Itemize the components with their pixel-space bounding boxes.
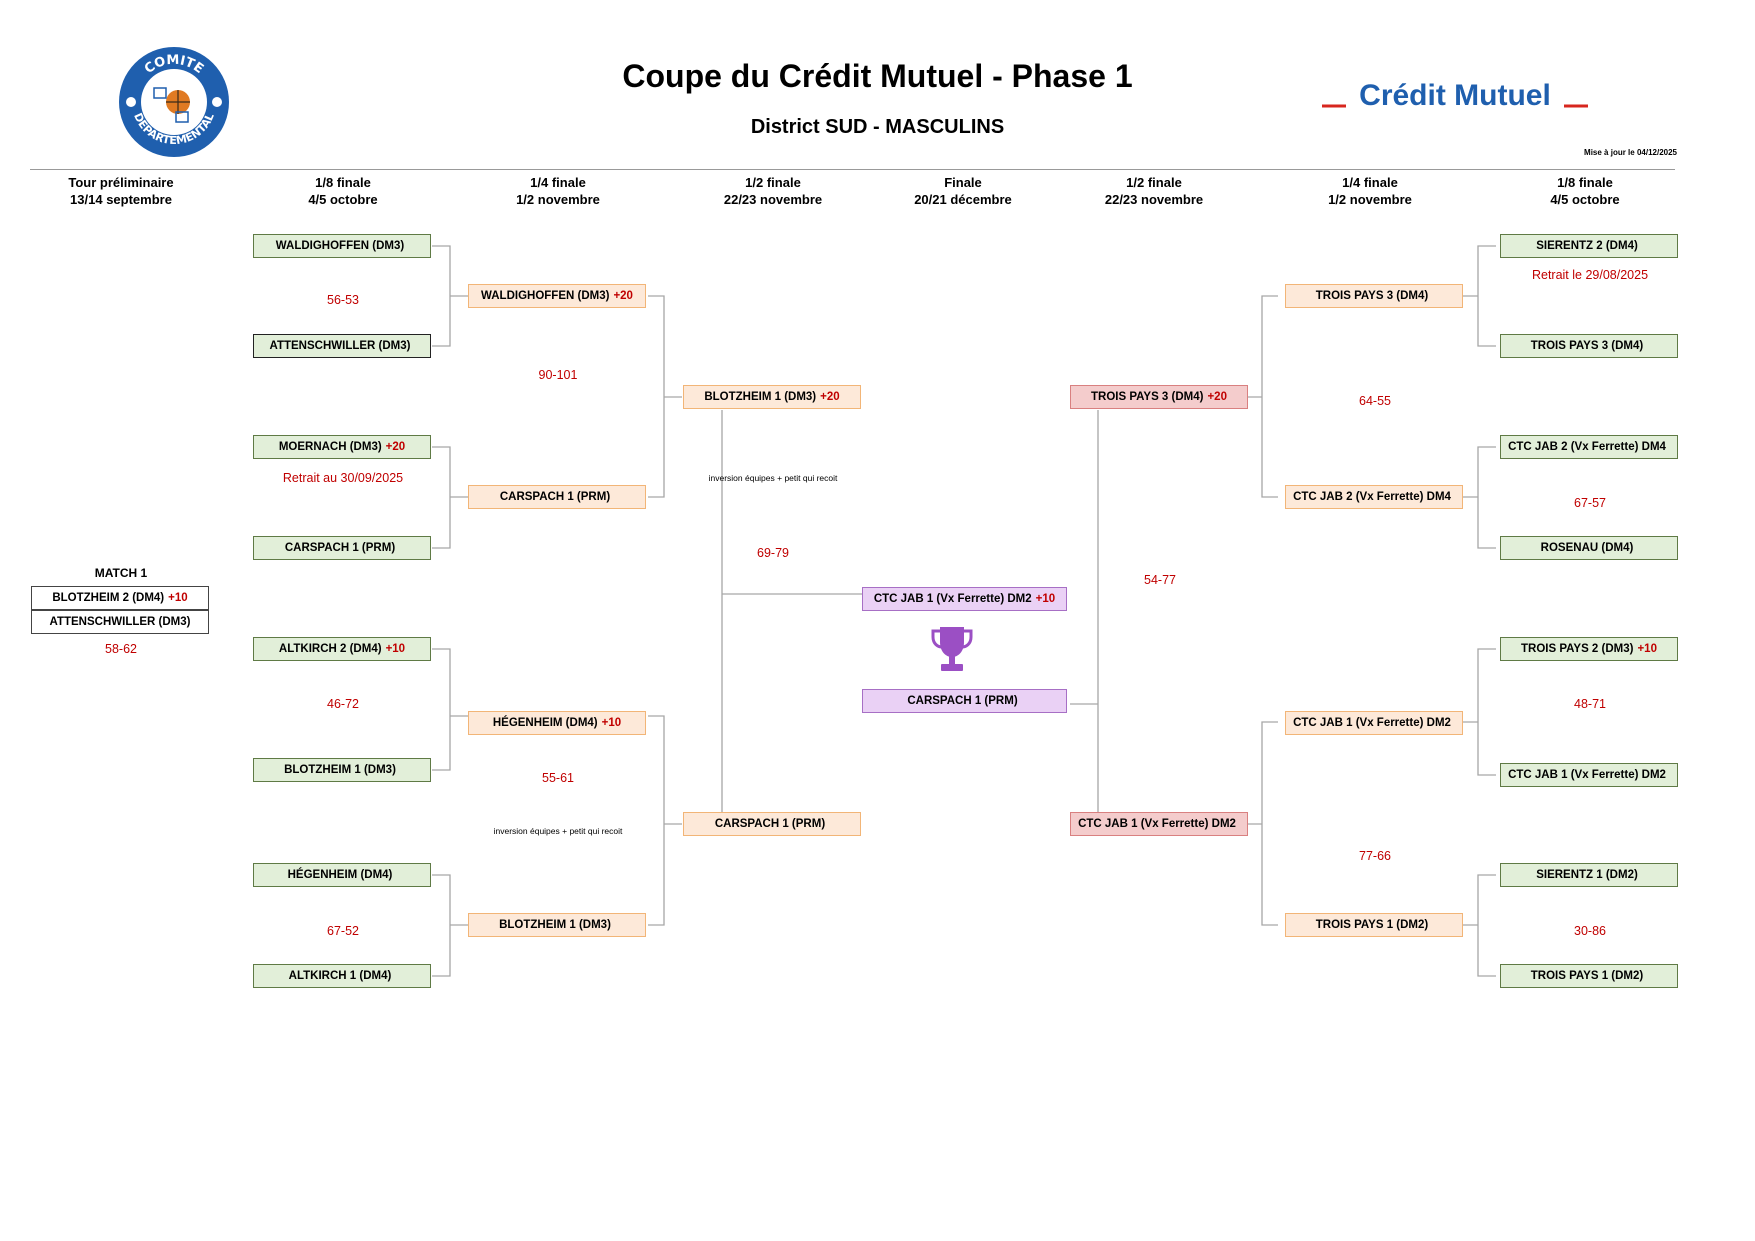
right-r16-team-4[interactable]: ROSENAU (DM4)	[1500, 536, 1678, 560]
page-title: Coupe du Crédit Mutuel - Phase 1	[622, 58, 1133, 94]
credit-mutuel-logo: Crédit Mutuel	[1322, 79, 1588, 112]
left-sf-note: inversion équipes + petit qui recoit	[708, 473, 838, 483]
right-qf-team-3[interactable]: CTC JAB 1 (Vx Ferrette) DM2	[1285, 711, 1463, 735]
right-qf-result-2: 77-66	[1359, 849, 1391, 863]
update-note: Mise à jour le 04/12/2025	[1584, 148, 1677, 157]
right-r16-team-7[interactable]: SIERENTZ 1 (DM2)	[1500, 863, 1678, 887]
header-divider	[30, 169, 1675, 170]
final-team-1[interactable]: CTC JAB 1 (Vx Ferrette) DM2+10	[862, 587, 1067, 611]
left-r16-result-4: 67-52	[327, 924, 359, 938]
right-qf-team-4[interactable]: TROIS PAYS 1 (DM2)	[1285, 913, 1463, 937]
left-qf-team-3[interactable]: HÉGENHEIM (DM4)+10	[468, 711, 646, 735]
left-r16-team-4[interactable]: CARSPACH 1 (PRM)	[253, 536, 431, 560]
right-qf-result-1: 64-55	[1359, 394, 1391, 408]
preliminary-team-1[interactable]: BLOTZHEIM 2 (DM4)+10	[31, 586, 209, 610]
right-r16-team-3[interactable]: CTC JAB 2 (Vx Ferrette) DM4	[1500, 435, 1678, 459]
left-r16-team-3[interactable]: MOERNACH (DM3)+20	[253, 435, 431, 459]
trophy-icon	[931, 627, 973, 671]
left-r16-result-2: Retrait au 30/09/2025	[282, 471, 404, 485]
left-qf-note: inversion équipes + petit qui recoit	[493, 826, 623, 836]
left-r16-team-8[interactable]: ALTKIRCH 1 (DM4)	[253, 964, 431, 988]
credit-mutuel-logo-text: Crédit Mutuel	[1359, 79, 1551, 112]
page-subtitle: District SUD - MASCULINS	[750, 116, 1005, 138]
left-r16-result-3: 46-72	[327, 697, 359, 711]
left-qf-result-1: 90-101	[538, 368, 578, 382]
left-r16-result-1: 56-53	[327, 293, 359, 307]
right-r16-team-5[interactable]: TROIS PAYS 2 (DM3)+10	[1500, 637, 1678, 661]
right-r16-team-2[interactable]: TROIS PAYS 3 (DM4)	[1500, 334, 1678, 358]
left-sf-team-2[interactable]: CARSPACH 1 (PRM)	[683, 812, 861, 836]
right-r16-result-2: 67-57	[1574, 496, 1606, 510]
left-qf-team-1[interactable]: WALDIGHOFFEN (DM3)+20	[468, 284, 646, 308]
right-sf-team-1[interactable]: TROIS PAYS 3 (DM4)+20	[1070, 385, 1248, 409]
left-sf-team-1[interactable]: BLOTZHEIM 1 (DM3)+20	[683, 385, 861, 409]
preliminary-score: 58-62	[105, 642, 137, 656]
right-sf-team-2[interactable]: CTC JAB 1 (Vx Ferrette) DM2	[1070, 812, 1248, 836]
right-r16-result-1: Retrait le 29/08/2025	[1531, 268, 1649, 282]
left-r16-team-1[interactable]: WALDIGHOFFEN (DM3)	[253, 234, 431, 258]
comite-departemental-logo: COMITE DEPARTEMENTAL	[119, 47, 229, 157]
left-r16-team-7[interactable]: HÉGENHEIM (DM4)	[253, 863, 431, 887]
right-sf-result: 54-77	[1144, 573, 1176, 587]
right-r16-result-3: 48-71	[1574, 697, 1606, 711]
left-r16-team-6[interactable]: BLOTZHEIM 1 (DM3)	[253, 758, 431, 782]
preliminary-match-label: MATCH 1	[94, 566, 148, 580]
left-qf-result-2: 55-61	[542, 771, 574, 785]
left-qf-team-2[interactable]: CARSPACH 1 (PRM)	[468, 485, 646, 509]
right-r16-result-4: 30-86	[1574, 924, 1606, 938]
preliminary-team-2[interactable]: ATTENSCHWILLER (DM3)	[31, 610, 209, 634]
right-r16-team-6[interactable]: CTC JAB 1 (Vx Ferrette) DM2	[1500, 763, 1678, 787]
left-qf-team-4[interactable]: BLOTZHEIM 1 (DM3)	[468, 913, 646, 937]
final-team-2[interactable]: CARSPACH 1 (PRM)	[862, 689, 1067, 713]
right-qf-team-1[interactable]: TROIS PAYS 3 (DM4)	[1285, 284, 1463, 308]
right-r16-team-1[interactable]: SIERENTZ 2 (DM4)	[1500, 234, 1678, 258]
left-r16-team-2[interactable]: ATTENSCHWILLER (DM3)	[253, 334, 431, 358]
right-r16-team-8[interactable]: TROIS PAYS 1 (DM2)	[1500, 964, 1678, 988]
left-r16-team-5[interactable]: ALTKIRCH 2 (DM4)+10	[253, 637, 431, 661]
right-qf-team-2[interactable]: CTC JAB 2 (Vx Ferrette) DM4	[1285, 485, 1463, 509]
left-sf-result: 69-79	[757, 546, 789, 560]
